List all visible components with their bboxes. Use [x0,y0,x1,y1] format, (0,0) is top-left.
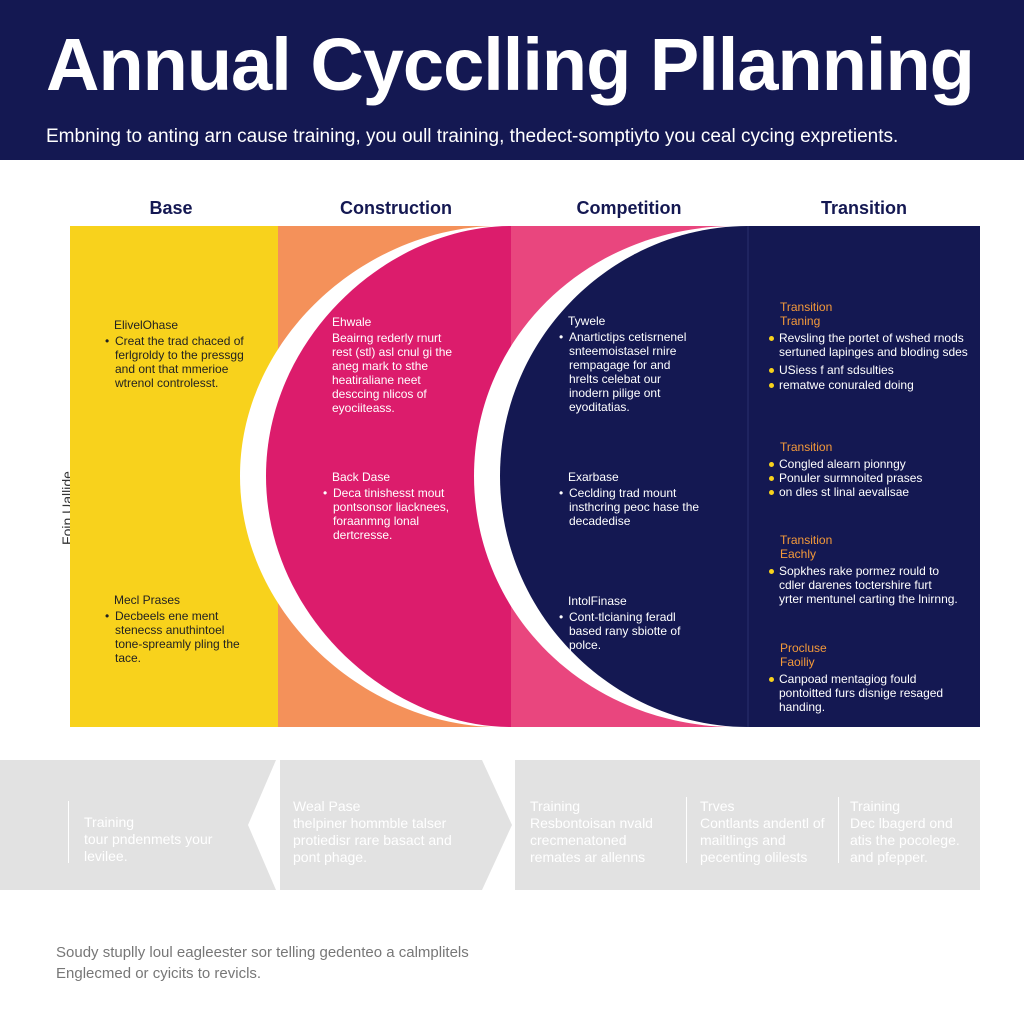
bottom-block-1-text: tour pndenmets your levilee. [84,831,213,864]
competition-block-1: Tywele Anartictips cetisrnenel snteemois… [558,314,700,414]
bottom-divider-2 [686,797,687,863]
construction-block-2-heading: Back Dase [332,470,391,484]
base-block-2-heading: Mecl Prases [114,593,181,607]
base-block-1-bullet: Creat the trad chaced of ferlgroldy to t… [104,334,244,390]
competition-block-3-heading: IntolFinase [568,594,627,608]
transition-block-2: Transition Congled alearn pionngy Ponule… [768,440,968,499]
transition-block-3-bullet: Sopkhes rake pormez rould to cdler daren… [768,564,958,606]
construction-block-1-heading: Ehwale [332,315,372,329]
transition-block-2-bullet-2: Ponuler surmnoited prases [768,471,968,485]
bottom-block-5-heading: Training [850,798,901,814]
bottom-block-3-heading: Training [530,798,581,814]
phase-header-base: Base [149,198,193,218]
footer-note: Soudy stuplly loul eagleester sor tellin… [56,942,469,984]
base-block-1: ElivelOhase Creat the trad chaced of fer… [104,318,244,390]
base-block-1-heading: ElivelOhase [114,318,179,332]
construction-block-2-bullet: Deca tinishesst mout pontsonsor liacknee… [322,486,460,542]
base-block-2-bullet: Decbeels ene ment stenecss anuthintoel t… [104,609,244,665]
transition-block-1-heading: Transition [780,300,833,314]
bottom-block-3: Training Resbontoisan nvald crecmenatone… [530,798,670,866]
footer-line-1: Soudy stuplly loul eagleester sor tellin… [56,944,469,961]
bottom-block-2-text: thelpiner hommble talser protiedisr rare… [293,815,452,865]
bottom-block-4-heading: Trves [700,798,735,814]
bottom-block-3-text: Resbontoisan nvald crecmenatoned remates… [530,815,653,865]
transition-block-3-heading: Transition [780,533,833,547]
bottom-block-5-text: Dec lbagerd ond atis the pocolege. and p… [850,815,960,865]
bottom-band-segment-3 [515,760,980,890]
transition-block-3-subheading: Eachly [780,547,817,561]
competition-block-1-heading: Tywele [568,314,606,328]
bottom-band-segment-2 [280,760,512,890]
transition-block-1-bullet-1: Revsling the portet of wshed rnods sertu… [768,331,968,359]
bottom-divider-3 [838,797,839,863]
construction-block-2: Back Dase Deca tinishesst mout pontsonso… [322,470,460,542]
competition-block-3-bullet: Cont-tlcianing feradl based rany sbiotte… [558,610,700,652]
bottom-block-5: Training Dec lbagerd ond atis the pocole… [850,798,974,866]
bottom-band-graphic [0,760,980,890]
bottom-block-4-text: Contlants andentl of mailtlings and pece… [700,815,825,865]
transition-block-2-heading: Transition [780,440,833,454]
bottom-block-1-heading: Training [84,814,135,830]
construction-magenta-bulge [266,226,511,727]
transition-block-2-bullet-3: on dles st linal aevalisae [768,485,968,499]
transition-block-1-bullet-2: USiess f anf sdsulties [768,363,968,377]
competition-block-2: Exarbase Ceclding trad mount insthcring … [558,470,700,528]
construction-block-1: Ehwale Beairng rederly rnurt rest (stl) … [332,315,458,415]
transition-block-3: Transition Eachly Sopkhes rake pormez ro… [768,533,958,606]
transition-block-1-subheading: Traning [780,314,821,328]
transition-block-4-heading: Procluse [780,641,827,655]
competition-block-1-bullet: Anartictips cetisrnenel snteemoistasel r… [558,330,700,414]
bottom-block-2: Weal Pase thelpiner hommble talser proti… [293,798,473,866]
base-block-2: Mecl Prases Decbeels ene ment stenecss a… [104,593,244,665]
phase-header-construction: Construction [340,198,452,218]
bottom-block-4: Trves Contlants andentl of mailtlings an… [700,798,832,866]
transition-block-4-bullet: Canpoad mentagiog fould pontoitted furs … [768,672,966,714]
footer-line-2: Englecmed or cyicits to revicls. [56,965,262,982]
construction-block-1-text: Beairng rederly rnurt rest (stl) asl cnu… [332,331,453,415]
competition-block-3: IntolFinase Cont-tlcianing feradl based … [558,594,700,652]
bottom-band-segment-1 [0,760,276,890]
bottom-band [0,760,980,890]
page-title: Annual Cycclling Pllanning [46,23,975,106]
transition-block-4: Procluse Faoiliy Canpoad mentagiog fould… [768,641,966,714]
header-banner: Annual Cycclling Pllanning Embning to an… [0,0,1024,160]
transition-block-4-subheading: Faoiliy [780,655,815,669]
bottom-divider-1 [68,801,69,863]
page-subtitle: Embning to anting arn cause training, yo… [46,126,899,147]
bottom-block-1: Training tour pndenmets your levilee. [84,814,234,865]
bottom-block-2-heading: Weal Pase [293,798,361,814]
transition-block-1: Transition Traning Revsling the portet o… [768,300,968,392]
phase-header-competition: Competition [576,198,682,218]
competition-block-2-bullet: Ceclding trad mount insthcring peoc hase… [558,486,700,528]
transition-block-2-bullet-1: Congled alearn pionngy [768,457,968,471]
transition-column-bg [748,226,980,727]
transition-block-1-bullet-3: rematwe conuraled doing [768,378,968,392]
phase-header-transition: Transition [820,198,908,218]
competition-block-2-heading: Exarbase [568,470,619,484]
